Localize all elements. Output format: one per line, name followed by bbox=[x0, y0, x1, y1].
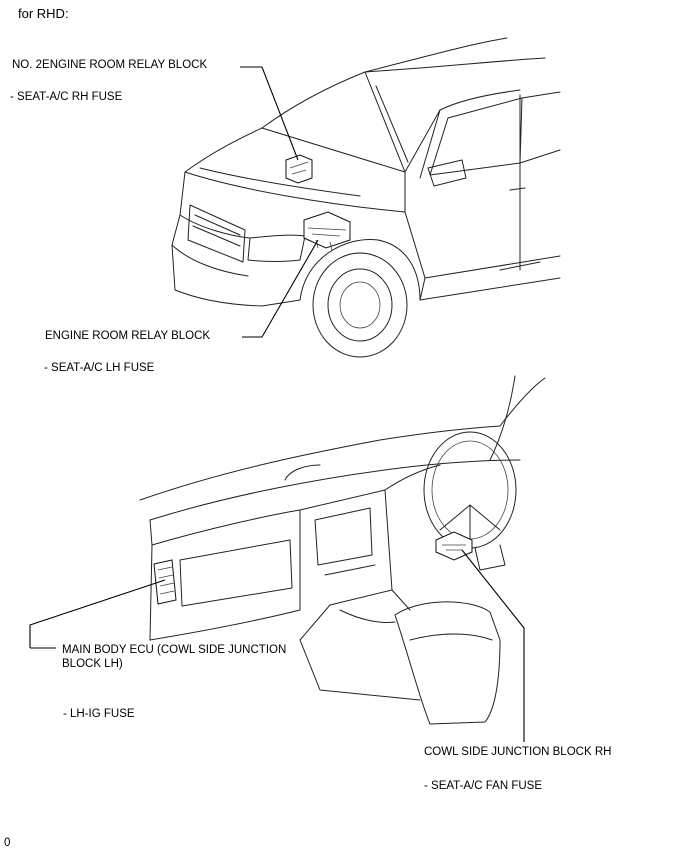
footer-code: 0 bbox=[4, 837, 11, 849]
no2-engine-room-relay-block-part bbox=[285, 154, 313, 184]
label-lh-ig-fuse: - LH-IG FUSE bbox=[63, 708, 135, 720]
label-seat-ac-rh-fuse: - SEAT-A/C RH FUSE bbox=[10, 91, 123, 103]
label-main-body-ecu-line2: BLOCK LH) bbox=[62, 658, 123, 670]
label-cowl-side-junction-block-rh: COWL SIDE JUNCTION BLOCK RH bbox=[424, 746, 612, 758]
cowl-side-junction-block-rh-part bbox=[435, 531, 473, 561]
label-no2-engine-room-relay-block: NO. 2ENGINE ROOM RELAY BLOCK bbox=[12, 59, 208, 71]
label-seat-ac-lh-fuse: - SEAT-A/C LH FUSE bbox=[44, 362, 155, 374]
label-seat-ac-fan-fuse: - SEAT-A/C FAN FUSE bbox=[424, 780, 542, 792]
page-title: for RHD: bbox=[18, 6, 69, 21]
main-body-ecu-part bbox=[153, 559, 177, 605]
label-main-body-ecu-line1: MAIN BODY ECU (COWL SIDE JUNCTION bbox=[62, 644, 287, 656]
label-engine-room-relay-block: ENGINE ROOM RELAY BLOCK bbox=[45, 330, 211, 342]
engine-room-relay-block-part bbox=[303, 211, 351, 251]
